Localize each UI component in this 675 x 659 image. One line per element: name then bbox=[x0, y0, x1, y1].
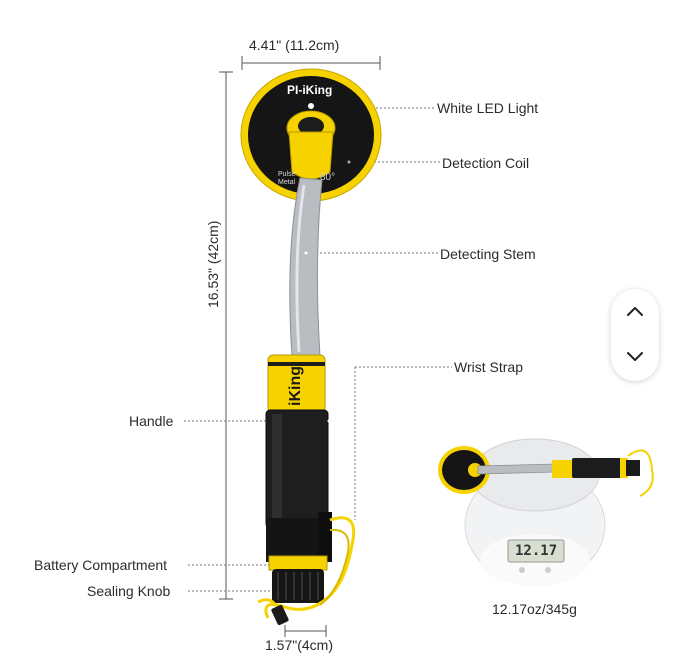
coil-marking: 80° bbox=[320, 172, 336, 183]
dimension-bottom-width: 1.57"(4cm) bbox=[265, 637, 333, 653]
dimension-total-length: 16.53" (42cm) bbox=[205, 220, 221, 308]
callout-wrist-strap: Wrist Strap bbox=[454, 359, 523, 375]
scale-weight-caption: 12.17oz/345g bbox=[492, 601, 577, 617]
scale-lcd bbox=[507, 539, 565, 563]
dimension-coil-width: 4.41" (11.2cm) bbox=[249, 37, 340, 53]
nav-down-button[interactable] bbox=[615, 337, 655, 377]
image-nav-panel bbox=[611, 289, 659, 381]
chevron-up-icon bbox=[627, 307, 643, 316]
nav-up-button[interactable] bbox=[615, 291, 655, 331]
sealing-knob bbox=[272, 569, 324, 603]
chevron-down-icon bbox=[627, 352, 643, 361]
svg-text:Pulse: Pulse bbox=[278, 171, 296, 178]
callout-white-led: White LED Light bbox=[437, 100, 539, 116]
brand-on-coil: PI-iKing bbox=[287, 83, 333, 97]
white-led-icon bbox=[308, 103, 314, 109]
callout-handle: Handle bbox=[129, 413, 174, 429]
callout-detecting-stem: Detecting Stem bbox=[440, 246, 536, 262]
brand-on-handle: iKing bbox=[287, 366, 304, 406]
scale-image bbox=[438, 438, 654, 586]
scale-lcd-reading: 12.17 bbox=[515, 543, 558, 559]
svg-text:Metal: Metal bbox=[278, 179, 296, 186]
callout-battery-compartment: Battery Compartment bbox=[34, 557, 168, 573]
battery-compartment bbox=[268, 555, 328, 571]
detecting-stem bbox=[289, 177, 323, 357]
pinpointer-detector: Pulse Metal bbox=[240, 68, 382, 626]
callout-detection-coil: Detection Coil bbox=[442, 155, 530, 171]
callout-sealing-knob: Sealing Knob bbox=[87, 583, 171, 599]
dimension-lines bbox=[219, 56, 381, 637]
